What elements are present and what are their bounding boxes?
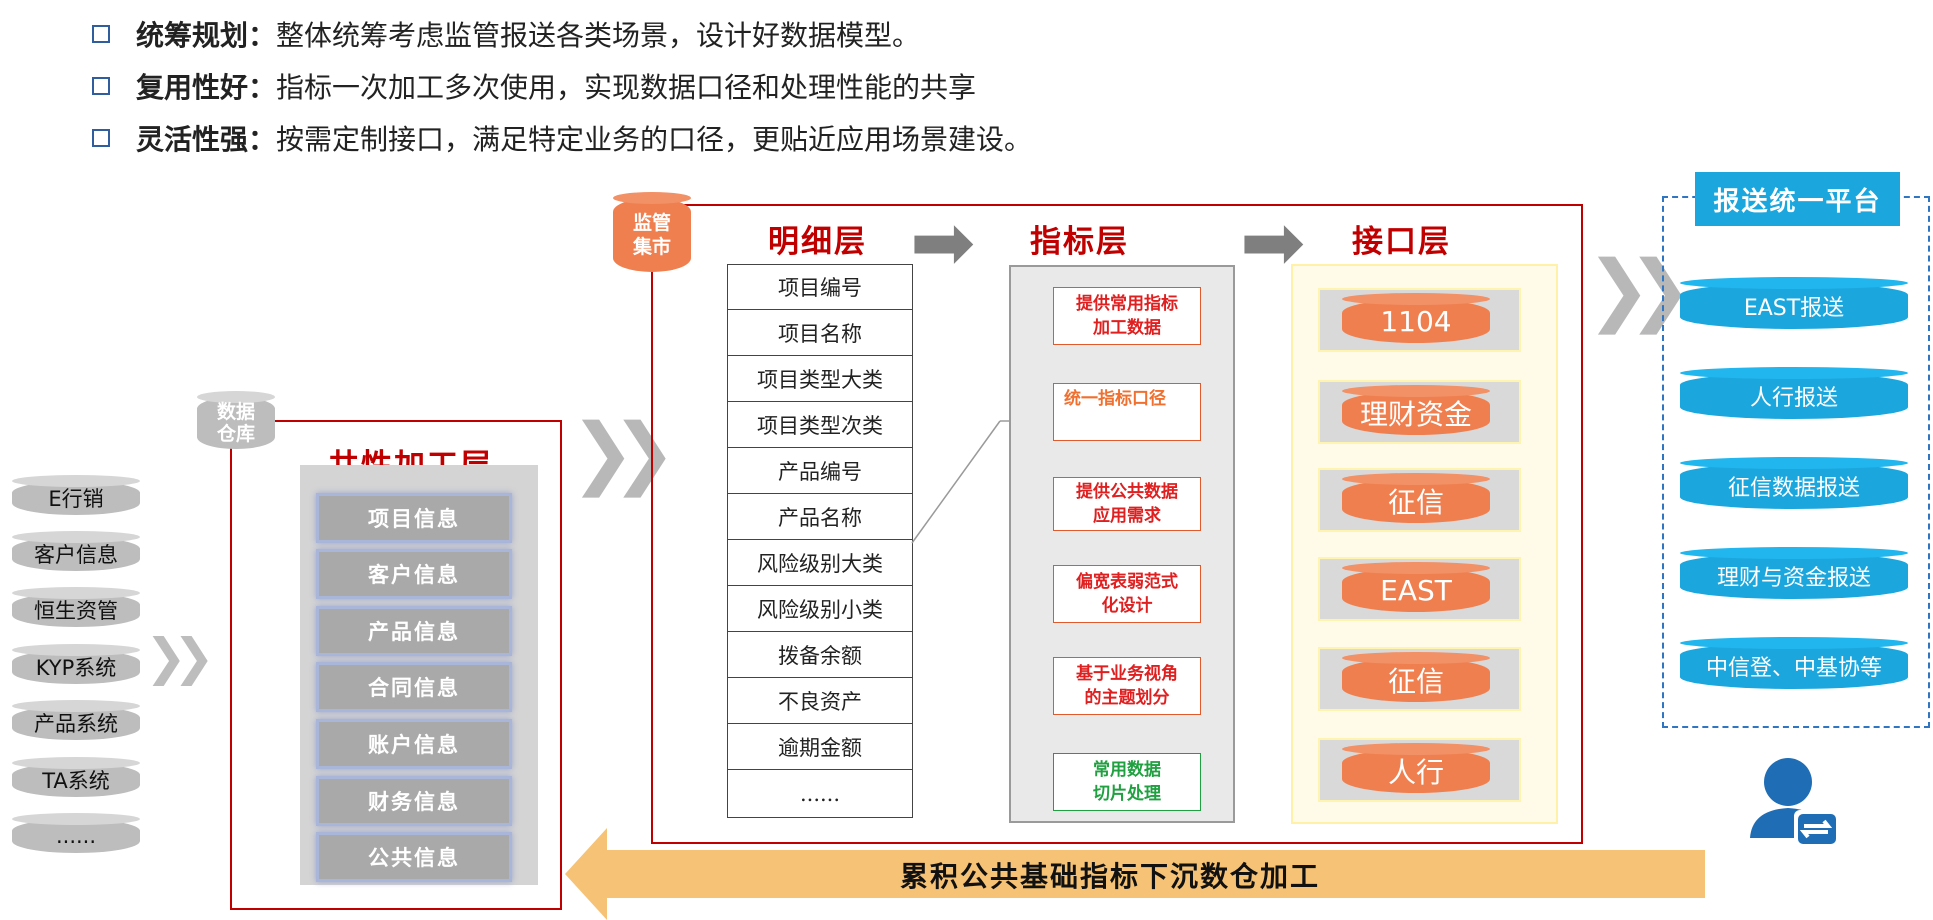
bullet-2: 复用性好： 指标一次加工多次使用，实现数据口径和处理性能的共享 [92,66,976,106]
table-row: 项目类型大类 [727,356,913,402]
arrow-right-icon: ➡ [910,198,976,288]
indicator-item: 常用数据切片处理 [1053,753,1201,811]
common-item: 客户信息 [316,549,512,599]
bullet-term: 灵活性强： [136,123,277,156]
bullet-text: 指标一次加工多次使用，实现数据口径和处理性能的共享 [276,71,977,104]
indicator-item: 基于业务视角的主题划分 [1053,657,1201,715]
detail-table: 项目编号 项目名称 项目类型大类 项目类型次类 产品编号 产品名称 风险级别大类… [727,264,913,818]
table-row: 产品名称 [727,494,913,540]
mart-label: 集市 [632,236,671,258]
mart-label: 监管 [632,212,671,234]
indicator-item: 统一指标口径 [1053,383,1201,441]
chevron-double-right-icon: ❯❯ [145,628,215,686]
interface-row: EAST [1318,557,1521,621]
platform-item: 中信登、中基协等 [1680,637,1908,689]
common-item: 产品信息 [316,606,512,656]
source-item: TA系统 [12,757,140,797]
warehouse-cylinder: 数据仓库 [197,391,275,449]
checkbox-icon [92,25,110,43]
common-item: 财务信息 [316,776,512,826]
table-row: ...... [727,770,913,818]
interface-row: 理财资金 [1318,380,1521,444]
interface-cylinder: 征信 [1342,473,1490,523]
interface-cylinder: 1104 [1342,293,1490,343]
bullet-text: 整体统筹考虑监管报送各类场景，设计好数据模型。 [276,19,921,52]
indicator-item: 提供公共数据应用需求 [1053,477,1201,531]
checkbox-icon [92,129,110,147]
mart-cylinder: 监管集市 [613,192,691,272]
common-item: 合同信息 [316,662,512,712]
indicator-item: 偏宽表弱范式化设计 [1053,565,1201,623]
interface-layer-title: 接口层 [1352,224,1451,260]
connector-line [911,420,1010,544]
interface-row: 征信 [1318,468,1521,532]
source-item: 客户信息 [12,531,140,571]
source-item: 恒生资管 [12,587,140,627]
interface-cylinder: 征信 [1342,652,1490,702]
indicator-panel: 提供常用指标加工数据 统一指标口径 提供公共数据应用需求 偏宽表弱范式化设计 基… [1009,265,1235,823]
platform-item: 人行报送 [1680,367,1908,419]
interface-cylinder: 理财资金 [1342,385,1490,435]
interface-panel: 1104 理财资金 征信 EAST 征信 人行 [1291,264,1558,824]
table-row: 项目类型次类 [727,402,913,448]
table-row: 不良资产 [727,678,913,724]
bottom-arrow-label: 累积公共基础指标下沉数仓加工 [900,860,1321,893]
table-row: 项目名称 [727,310,913,356]
bullet-3: 灵活性强： 按需定制接口，满足特定业务的口径，更贴近应用场景建设。 [92,118,1032,158]
bullet-1: 统筹规划： 整体统筹考虑监管报送各类场景，设计好数据模型。 [92,14,920,54]
common-item: 账户信息 [316,719,512,769]
interface-cylinder: 人行 [1342,743,1490,793]
warehouse-label: 数据 [216,401,255,423]
interface-row: 1104 [1318,288,1521,352]
warehouse-label: 仓库 [216,423,255,445]
bottom-arrow-shape [565,828,1705,920]
common-item: 公共信息 [316,832,512,882]
chevron-double-right-icon: ❯❯ [570,408,677,498]
chevron-double-right-icon: ❯❯ [1586,245,1693,335]
interface-cylinder: EAST [1342,562,1490,612]
user-sync-icon [1750,758,1840,848]
bullet-term: 统筹规划： [136,19,277,52]
bullet-text: 按需定制接口，满足特定业务的口径，更贴近应用场景建设。 [276,123,1033,156]
common-items-panel: 项目信息 客户信息 产品信息 合同信息 账户信息 财务信息 公共信息 [300,465,538,885]
table-row: 产品编号 [727,448,913,494]
table-row: 风险级别大类 [727,540,913,586]
source-item: ...... [12,813,140,853]
checkbox-icon [92,77,110,95]
indicator-layer-title: 指标层 [1030,224,1129,260]
detail-layer-title: 明细层 [768,224,867,260]
bullet-term: 复用性好： [136,71,277,104]
interface-row: 征信 [1318,647,1521,711]
platform-title: 报送统一平台 [1695,172,1900,226]
indicator-item: 提供常用指标加工数据 [1053,287,1201,345]
interface-row: 人行 [1318,738,1521,802]
platform-item: EAST报送 [1680,277,1908,329]
platform-item: 征信数据报送 [1680,457,1908,509]
source-item: KYP系统 [12,644,140,684]
platform-item: 理财与资金报送 [1680,547,1908,599]
table-row: 拨备余额 [727,632,913,678]
source-item: E行销 [12,475,140,515]
common-item: 项目信息 [316,493,512,543]
source-item: 产品系统 [12,700,140,740]
table-row: 风险级别小类 [727,586,913,632]
mart-frame [651,204,1583,844]
table-row: 逾期金额 [727,724,913,770]
table-row: 项目编号 [727,264,913,310]
common-layer-frame [230,420,562,910]
